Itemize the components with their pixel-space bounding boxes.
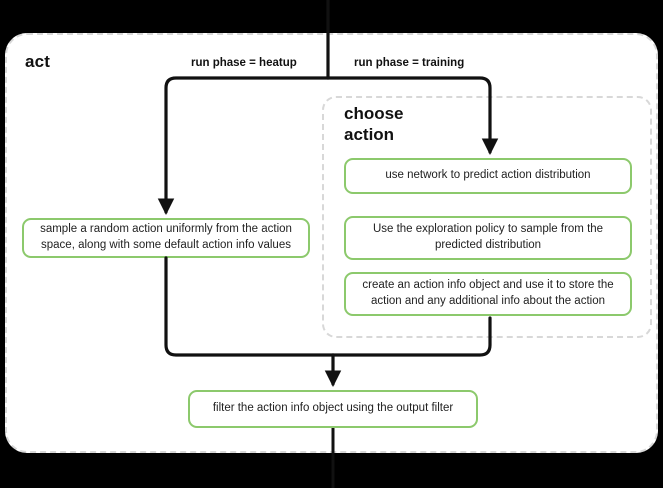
edge-label-run-phase-heatup: run phase = heatup (191, 57, 297, 69)
node-sample-random-action[interactable]: sample a random action uniformly from th… (22, 218, 310, 258)
page-title: act (25, 52, 51, 71)
node-create-action-info[interactable]: create an action info object and use it … (344, 272, 632, 316)
node-exploration-policy-sample[interactable]: Use the exploration policy to sample fro… (344, 216, 632, 260)
choose-action-title-line-2: action (344, 124, 395, 144)
edge-label-run-phase-training: run phase = training (354, 57, 465, 69)
node-filter-action-info[interactable]: filter the action info object using the … (188, 390, 478, 428)
node-use-network-predict[interactable]: use network to predict action distributi… (344, 158, 632, 194)
choose-action-title-line-1: choose (344, 104, 404, 123)
choose-action-group-title: choose action (344, 104, 464, 145)
